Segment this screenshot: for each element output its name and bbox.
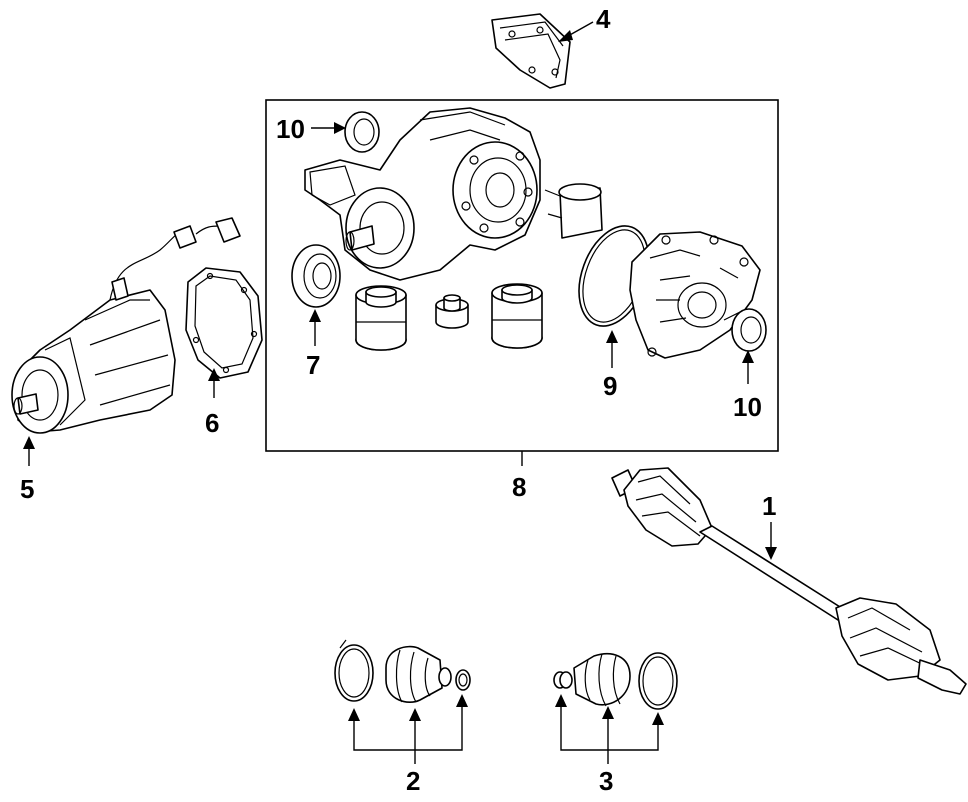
part-2-boot-kit[interactable] — [334, 639, 471, 704]
callout-9-label: 9 — [603, 371, 617, 401]
callout-1: 1 — [762, 491, 777, 560]
part-7-seal[interactable] — [291, 244, 341, 308]
part-10-seal-top[interactable] — [344, 111, 380, 153]
differential-rear-cover[interactable] — [629, 231, 761, 359]
callout-6-label: 6 — [205, 408, 219, 438]
callout-8: 8 — [512, 451, 526, 502]
callout-3-label: 3 — [599, 766, 613, 796]
callout-8-label: 8 — [512, 472, 526, 502]
callout-5: 5 — [20, 436, 35, 504]
callout-9: 9 — [603, 330, 618, 401]
callout-6: 6 — [205, 368, 220, 438]
callout-2: 2 — [348, 694, 468, 796]
callout-3: 3 — [555, 694, 664, 796]
part-6-gasket[interactable] — [185, 267, 263, 379]
bushing-small[interactable] — [435, 294, 469, 329]
callout-1-label: 1 — [762, 491, 776, 521]
callout-10-right-label: 10 — [733, 392, 762, 422]
part-10-seal-right[interactable] — [731, 308, 767, 352]
callout-7: 7 — [306, 309, 321, 380]
part-4-bracket[interactable] — [491, 13, 571, 89]
part-5-coupling-unit[interactable] — [11, 217, 241, 434]
callout-5-label: 5 — [20, 474, 34, 504]
part-3-boot-kit[interactable] — [553, 652, 678, 710]
callout-10-right: 10 — [733, 350, 762, 422]
callout-2-label: 2 — [406, 766, 420, 796]
callout-4-label: 4 — [596, 4, 611, 34]
bushing-left[interactable] — [355, 285, 407, 351]
callout-4: 4 — [558, 4, 611, 42]
callout-7-label: 7 — [306, 350, 320, 380]
housing-mount-bushing[interactable] — [544, 183, 603, 239]
callout-10-top: 10 — [276, 114, 346, 144]
callout-10-top-label: 10 — [276, 114, 305, 144]
part-1-axle-shaft[interactable] — [611, 467, 967, 695]
differential-housing[interactable] — [304, 107, 541, 281]
bushing-right[interactable] — [491, 283, 543, 349]
